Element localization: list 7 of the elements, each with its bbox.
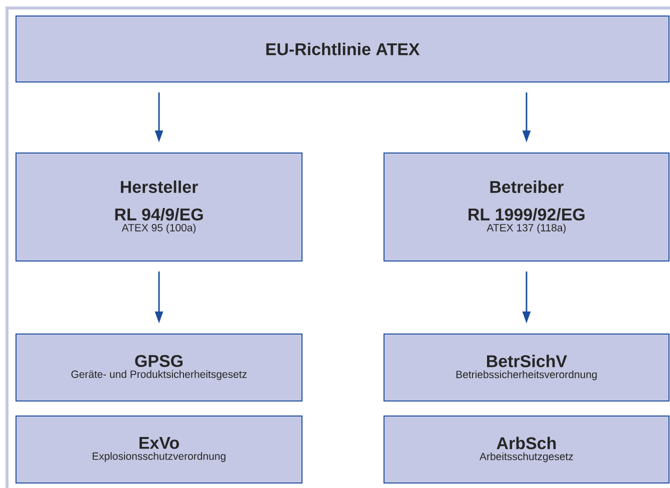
process-box: ExVo Explosionsschutzverordnung bbox=[16, 416, 302, 484]
process-box: Betreiber RL 1999/92/EG ATEX 137 (118a) bbox=[384, 152, 670, 262]
process-box: GPSG Geräte- und Produktsicherheitsgesetz bbox=[16, 334, 302, 402]
process-box: BetrSichV Betriebssicherheitsverordnung bbox=[384, 334, 670, 402]
process-box: EU-Richtlinie ATEX bbox=[16, 16, 670, 82]
process-box: Hersteller RL 94/9/EG ATEX 95 (100a) bbox=[16, 152, 302, 262]
process-box: ArbSch Arbeitsschutzgesetz bbox=[384, 416, 670, 484]
